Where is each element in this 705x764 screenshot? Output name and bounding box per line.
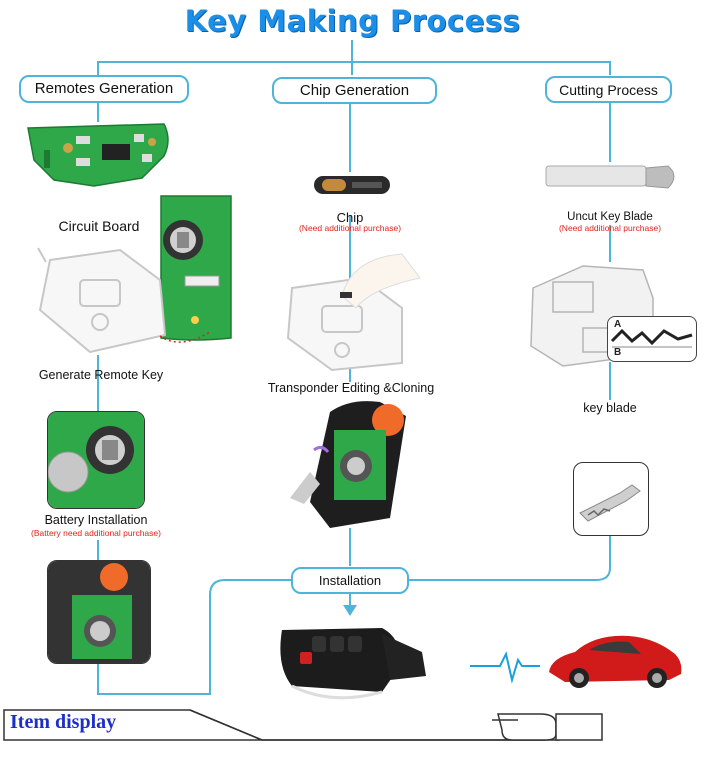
- circuit-board-image: [27, 123, 169, 187]
- chip-label: Chip: [336, 210, 364, 225]
- header-remotes-generation: Remotes Generation: [19, 75, 189, 103]
- item-display-label: Item display: [10, 711, 117, 733]
- installation-label: Installation: [291, 567, 409, 594]
- battery-installation-image: [47, 411, 145, 509]
- item-display-banner: [3, 709, 603, 741]
- red-car-image: [549, 635, 682, 688]
- battery-installation-label: Battery Installation: [44, 513, 148, 527]
- page-title: Key Making Process: [184, 4, 521, 38]
- pcb-battery-holder-image: [160, 195, 232, 341]
- uncut-blade-note: (Need additional purchase): [558, 223, 662, 233]
- header-chip-generation: Chip Generation: [272, 77, 437, 104]
- battery-note: (Battery need additional purchase): [31, 528, 161, 538]
- key-tool-device-image: [37, 247, 210, 354]
- remote-assembly-image: [47, 560, 151, 664]
- profile-marker-a: A: [614, 319, 622, 330]
- uncut-key-blade-label: Uncut Key Blade: [567, 211, 653, 223]
- generate-remote-key-label: Generate Remote Key: [38, 368, 164, 382]
- header-cutting-process: Cutting Process: [545, 76, 672, 103]
- cut-key-blade-image: [573, 462, 649, 536]
- uncut-key-blade-image: [545, 165, 675, 189]
- transponder-editing-label: Transponder Editing &Cloning: [267, 381, 435, 395]
- transponder-chip-image: [314, 176, 390, 194]
- key-profile-inset: A B: [607, 316, 697, 362]
- cloning-device-image: [286, 253, 421, 372]
- flip-key-image: [290, 401, 406, 528]
- chip-note: (Need additional purchase): [298, 223, 402, 233]
- key-blade-label: key blade: [583, 401, 637, 415]
- profile-marker-b: B: [614, 347, 622, 358]
- circuit-board-label: Circuit Board: [58, 218, 140, 234]
- finished-remote-key-image: [280, 628, 426, 700]
